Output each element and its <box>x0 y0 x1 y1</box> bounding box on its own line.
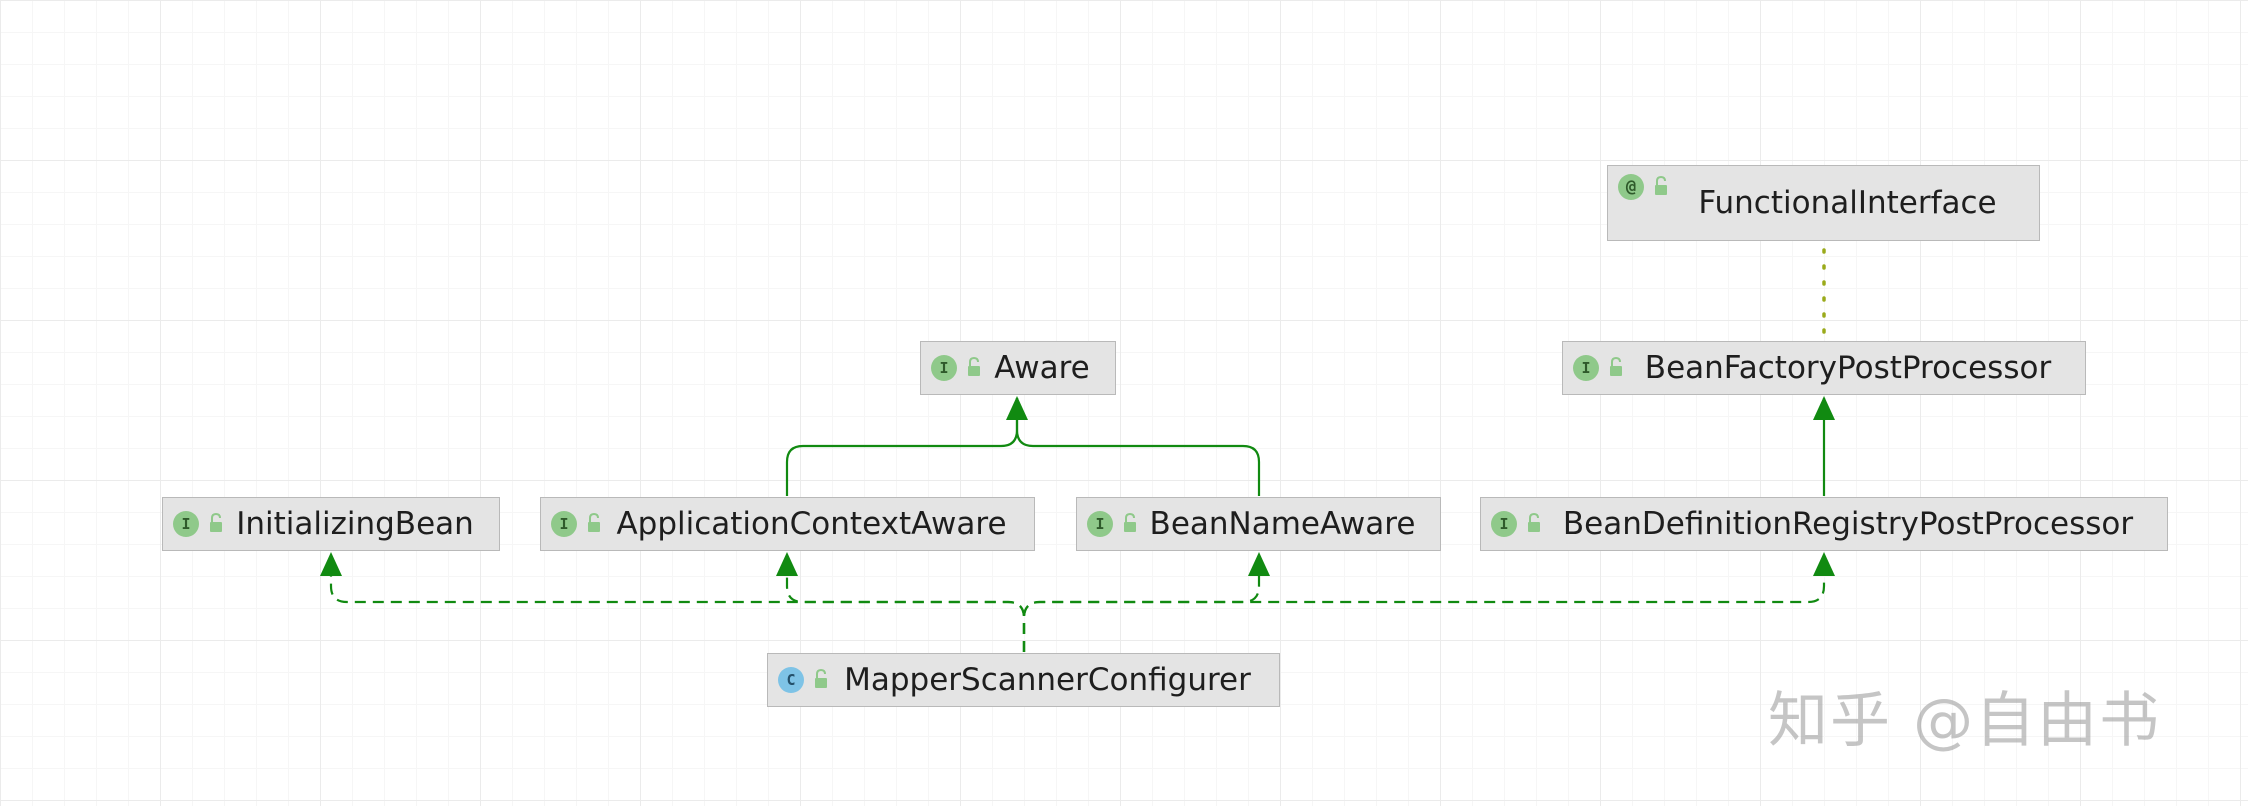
node-aware[interactable]: I Aware <box>920 341 1116 395</box>
edge-mapper-scanner-to-bean-name-aware <box>1022 572 1261 652</box>
edge-mapper-scanner-to-registry-post-processor <box>1022 572 1826 652</box>
lock-icon <box>210 513 222 532</box>
interface-icon: I <box>931 355 957 381</box>
arrowhead-aware <box>1006 396 1028 420</box>
arrowhead-bean-name-aware <box>1248 552 1270 576</box>
interface-icon: I <box>1087 511 1113 537</box>
node-label: MapperScannerConfigurer <box>844 662 1251 698</box>
node-bean-name-aware[interactable]: I BeanNameAware <box>1076 497 1441 551</box>
watermark: 知乎 @自由书 <box>1768 686 2162 756</box>
annotation-icon: @ <box>1618 174 1644 200</box>
node-label: FunctionalInterface <box>1698 185 1997 221</box>
edge-mapper-scanner-to-application-context-aware <box>785 572 1026 652</box>
interface-icon: I <box>1573 355 1599 381</box>
arrowhead-application-context-aware <box>776 552 798 576</box>
node-functional-interface[interactable]: @ FunctionalInterface <box>1607 165 2040 241</box>
lock-icon <box>588 513 600 532</box>
arrowhead-bean-definition-registry-post-processor <box>1813 552 1835 576</box>
class-icon: C <box>778 667 804 693</box>
interface-icon: I <box>1491 511 1517 537</box>
node-label: BeanFactoryPostProcessor <box>1644 350 2052 386</box>
edge-bean-name-aware-to-aware <box>1015 398 1261 496</box>
edge-application-context-aware-to-aware <box>785 398 1019 496</box>
edge-mapper-scanner-to-initializing-bean <box>329 572 1026 652</box>
interface-icon: I <box>173 511 199 537</box>
arrowhead-bean-factory-post-processor <box>1813 396 1835 420</box>
node-bean-factory-post-processor[interactable]: I BeanFactoryPostProcessor <box>1562 341 2086 395</box>
lock-icon <box>815 669 827 688</box>
node-label: BeanNameAware <box>1149 506 1416 542</box>
node-mapper-scanner-configurer[interactable]: C MapperScannerConfigurer <box>767 653 1280 707</box>
interface-icon: I <box>551 511 577 537</box>
lock-icon <box>1655 176 1667 195</box>
node-label: ApplicationContextAware <box>616 506 1007 542</box>
lock-icon <box>1610 357 1622 376</box>
node-initializing-bean[interactable]: I InitializingBean <box>162 497 500 551</box>
node-bean-definition-registry-post-processor[interactable]: I BeanDefinitionRegistryPostProcessor <box>1480 497 2168 551</box>
lock-icon <box>1124 513 1136 532</box>
arrowhead-initializing-bean <box>320 552 342 576</box>
node-label: BeanDefinitionRegistryPostProcessor <box>1562 506 2134 542</box>
node-application-context-aware[interactable]: I ApplicationContextAware <box>540 497 1035 551</box>
lock-icon <box>968 357 980 376</box>
lock-icon <box>1528 513 1540 532</box>
node-label: InitializingBean <box>236 506 474 542</box>
node-label: Aware <box>994 350 1090 386</box>
